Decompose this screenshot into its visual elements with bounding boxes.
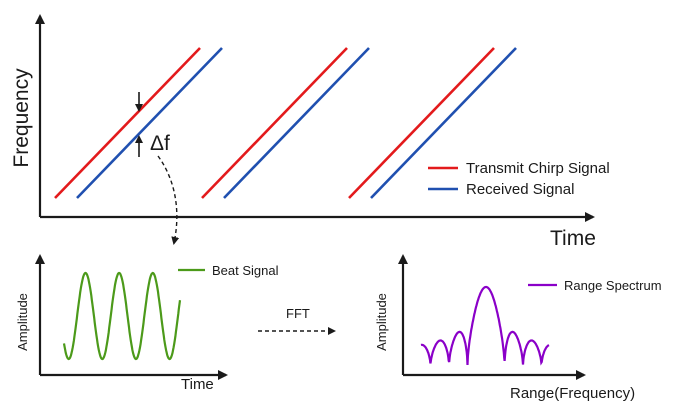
transmit-chirp-1 xyxy=(54,47,201,199)
chirp-legend: Transmit Chirp Signal Received Signal xyxy=(428,160,610,198)
range-legend-label: Range Spectrum xyxy=(564,278,662,293)
legend-label-transmit: Transmit Chirp Signal xyxy=(466,160,610,177)
beat-signal-wave xyxy=(62,271,182,361)
chirp-x-label: Time xyxy=(550,227,596,250)
beat-legend-label: Beat Signal xyxy=(212,263,279,278)
beat-connector-arrow xyxy=(157,155,180,245)
fft-label: FFT xyxy=(286,306,310,321)
delta-f-marker: Δf xyxy=(135,92,170,157)
fft-transform: FFT xyxy=(258,306,336,335)
transmit-chirps xyxy=(54,47,495,199)
transmit-chirp-2 xyxy=(201,47,348,199)
beat-y-label: Amplitude xyxy=(15,293,30,351)
received-chirp-2 xyxy=(223,47,370,199)
range-y-label: Amplitude xyxy=(374,293,389,351)
range-chart: Amplitude Range(Frequency) Range Spectru… xyxy=(374,254,662,402)
received-chirp-3 xyxy=(370,47,517,199)
range-spectrum-curve xyxy=(420,285,550,366)
received-chirps xyxy=(76,47,517,199)
chirp-chart: Δf Frequency Time Transmit Chirp Signal … xyxy=(10,14,610,250)
received-chirp-1 xyxy=(76,47,223,199)
range-x-label: Range(Frequency) xyxy=(510,385,635,402)
beat-x-label: Time xyxy=(181,376,214,393)
delta-f-label: Δf xyxy=(150,132,170,155)
transmit-chirp-3 xyxy=(348,47,495,199)
chirp-y-label: Frequency xyxy=(10,68,33,168)
legend-label-received: Received Signal xyxy=(466,181,574,198)
beat-chart: Amplitude Time Beat Signal xyxy=(15,254,279,393)
